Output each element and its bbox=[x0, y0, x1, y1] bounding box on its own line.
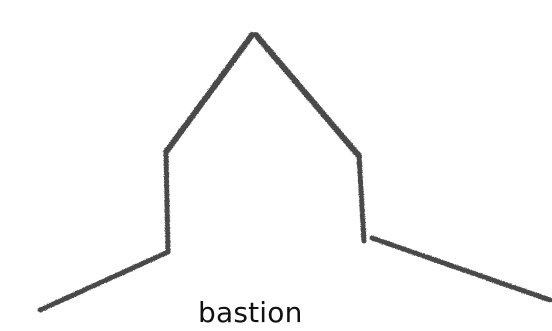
bastion-left-side bbox=[166, 152, 168, 252]
bastion-left-face bbox=[166, 35, 252, 152]
bastion-label: bastion bbox=[198, 296, 316, 330]
bastion-right-face bbox=[256, 35, 359, 156]
bastion-right-flank bbox=[372, 238, 550, 300]
bastion-left-flank bbox=[40, 252, 168, 310]
bastion-right-side bbox=[359, 156, 364, 241]
